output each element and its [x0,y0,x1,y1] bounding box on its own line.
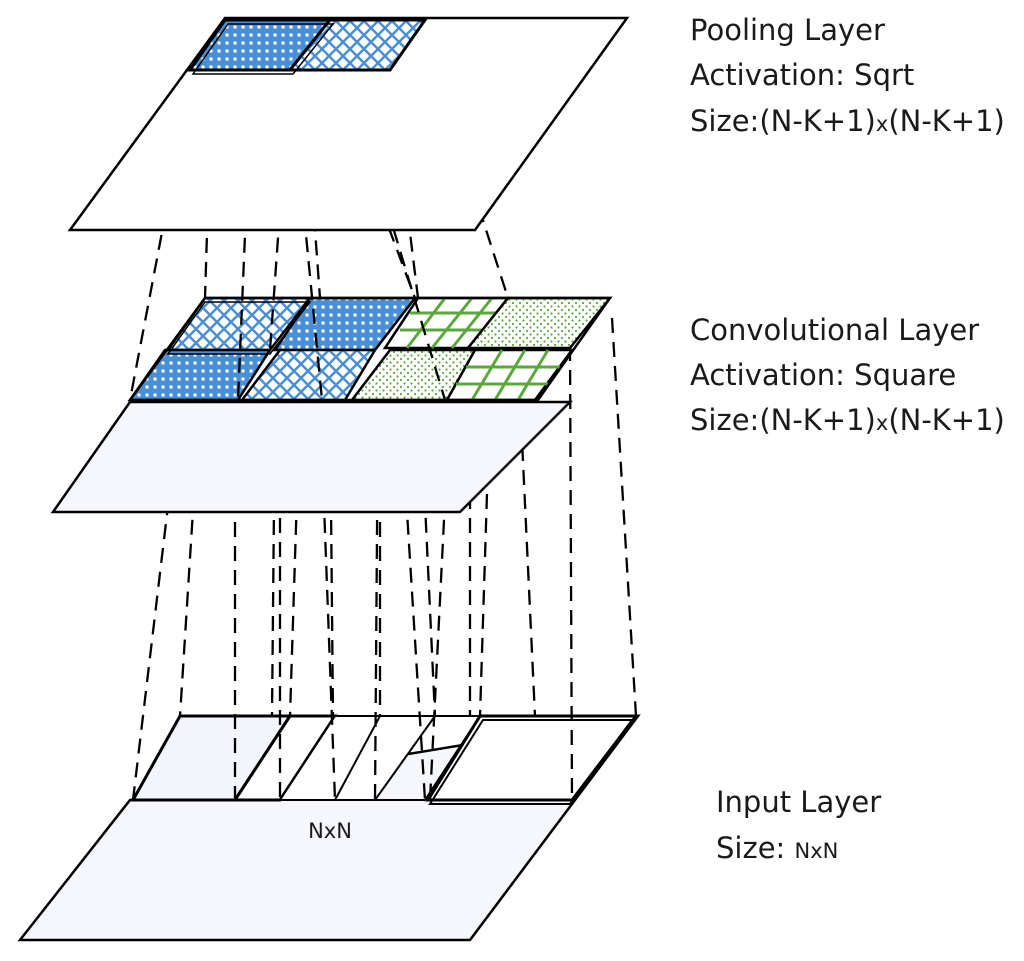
conv-activation: Activation: Square [690,358,956,392]
pooling-layer-caption: Pooling Layer Activation: Sqrt Size:(N-K… [690,13,1005,138]
pooling-layer-title: Pooling Layer [690,13,885,47]
pooling-feature-maps [187,18,428,75]
conv-plane [50,400,574,514]
pooling-size: Size:(N-K+1)x(N-K+1) [690,104,1005,138]
conv-size: Size:(N-K+1)x(N-K+1) [690,403,1005,437]
input-layer-title: Input Layer [716,785,881,819]
conv-feature-maps [127,296,613,402]
conv-layer-title: Convolutional Layer [690,313,979,347]
pooling-activation: Activation: Sqrt [690,58,914,92]
conv-layer-caption: Convolutional Layer Activation: Square S… [690,313,1005,437]
input-receptive-fields [130,714,640,805]
input-plane-label: NxN [308,819,352,843]
input-size: Size: NxN [716,831,838,865]
input-layer-caption: Input Layer Size: NxN [716,785,881,865]
